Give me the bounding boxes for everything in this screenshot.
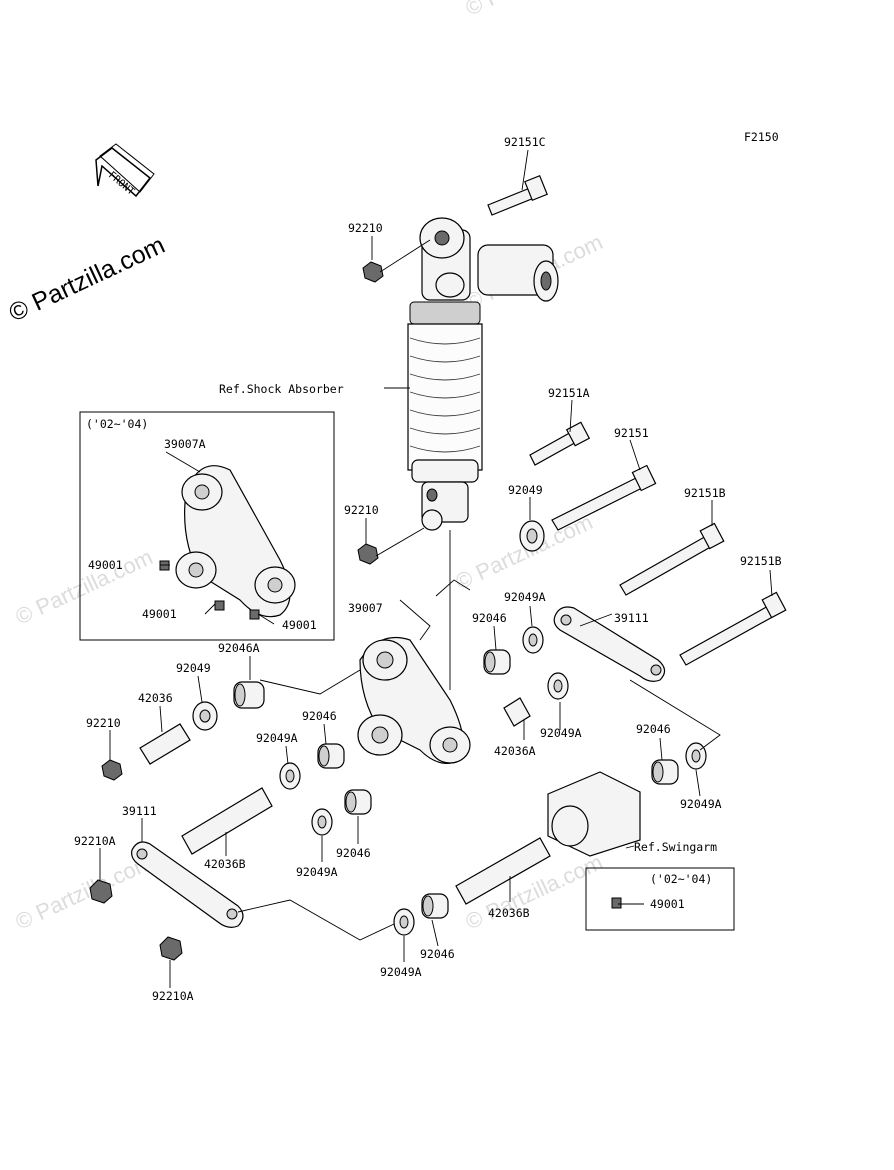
- label-92049A-6: 92049A: [380, 965, 422, 979]
- nut-92210A-2: [159, 936, 183, 961]
- bolt-92151B-2: [679, 591, 787, 666]
- label-92049-left: 92049: [176, 661, 211, 675]
- label-92049-right: 92049: [508, 483, 543, 497]
- front-arrow-icon: FRONT: [95, 143, 155, 198]
- watermark-left-bottom: © Partzilla.com: [12, 849, 157, 934]
- watermark-main: © Partzilla.com: [5, 231, 170, 328]
- label-92210-top: 92210: [348, 221, 383, 235]
- bolt-92151C: [487, 174, 548, 216]
- washer-92049A-4: [685, 742, 707, 770]
- washer-92049A-1: [522, 626, 544, 654]
- washer-92049-right: [519, 520, 545, 552]
- label-92049A-2: 92049A: [256, 731, 298, 745]
- watermark-left: © Partzilla.com: [12, 544, 157, 629]
- bearing-92046-1: [483, 649, 511, 675]
- label-ref-swingarm: Ref.Swingarm: [634, 840, 717, 854]
- label-92151B-2: 92151B: [740, 554, 782, 568]
- label-92151A: 92151A: [548, 386, 590, 400]
- sleeve-42036A: [503, 697, 531, 727]
- label-42036B-1: 42036B: [204, 857, 246, 871]
- watermark-top: © Partzilla.com: [462, 0, 607, 21]
- label-92046-2: 92046: [302, 709, 337, 723]
- label-42036B-2: 42036B: [488, 906, 530, 920]
- label-inset-year-2: ('02~'04): [650, 872, 712, 886]
- label-92210A-2: 92210A: [152, 989, 194, 1003]
- label-92210-left: 92210: [86, 716, 121, 730]
- label-92046-4: 92046: [336, 846, 371, 860]
- nut-92210-left: [101, 759, 123, 781]
- label-42036: 42036: [138, 691, 173, 705]
- figure-code: F2150: [744, 130, 779, 144]
- label-92046-1: 92046: [472, 611, 507, 625]
- washer-92049A-6: [393, 908, 415, 936]
- label-39007A: 39007A: [164, 437, 206, 451]
- bearing-92046-5: [421, 893, 449, 919]
- bolt-92151A: [529, 421, 591, 466]
- inset-39007A: [79, 411, 335, 641]
- washer-92049A-5: [311, 808, 333, 836]
- label-inset-year-1: ('02~'04): [86, 417, 148, 431]
- label-92049A-3: 92049A: [540, 726, 582, 740]
- bearing-92046A: [233, 681, 265, 709]
- part-labels: 92151C 92210 Ref.Shock Absorber 92151A 9…: [74, 135, 782, 1003]
- label-92210A-1: 92210A: [74, 834, 116, 848]
- label-49001-d: 49001: [650, 897, 685, 911]
- label-39111-right: 39111: [614, 611, 649, 625]
- label-92151B-1: 92151B: [684, 486, 726, 500]
- shock-absorber: [407, 217, 559, 531]
- bolt-92151: [551, 464, 657, 531]
- label-92151C: 92151C: [504, 135, 546, 149]
- sleeve-42036B-1: [181, 787, 273, 855]
- label-92151: 92151: [614, 426, 649, 440]
- label-49001-b: 49001: [142, 607, 177, 621]
- tie-rod-39111-left: [131, 841, 244, 928]
- inset-49001: [585, 867, 735, 931]
- washer-92049-left: [192, 701, 218, 731]
- label-92046A: 92046A: [218, 641, 260, 655]
- label-39007: 39007: [348, 601, 383, 615]
- label-92046-3: 92046: [636, 722, 671, 736]
- washer-92049A-2: [279, 762, 301, 790]
- rocker-arm-39007: [357, 636, 471, 764]
- swingarm-ref: [547, 771, 641, 857]
- label-49001-a: 49001: [88, 558, 123, 572]
- bolt-92151B-1: [619, 522, 725, 596]
- bearing-92046-4: [344, 789, 372, 815]
- label-39111-left: 39111: [122, 804, 157, 818]
- bearing-92046-2: [317, 743, 345, 769]
- sleeve-42036: [139, 723, 191, 765]
- nut-92210-top: [362, 261, 384, 283]
- leader-lines: [99, 149, 773, 988]
- label-92210-mid: 92210: [344, 503, 379, 517]
- bearing-92046-3: [651, 759, 679, 785]
- nut-92210-mid: [357, 543, 379, 565]
- label-49001-c: 49001: [282, 618, 317, 632]
- label-92049A-4: 92049A: [680, 797, 722, 811]
- sleeve-42036B-2: [455, 837, 551, 905]
- label-92049A-1: 92049A: [504, 590, 546, 604]
- label-92049A-5: 92049A: [296, 865, 338, 879]
- label-92046-5: 92046: [420, 947, 455, 961]
- label-ref-shock-absorber: Ref.Shock Absorber: [219, 382, 344, 396]
- nut-92210A-1: [89, 879, 113, 904]
- washer-92049A-3: [547, 672, 569, 700]
- label-42036A: 42036A: [494, 744, 536, 758]
